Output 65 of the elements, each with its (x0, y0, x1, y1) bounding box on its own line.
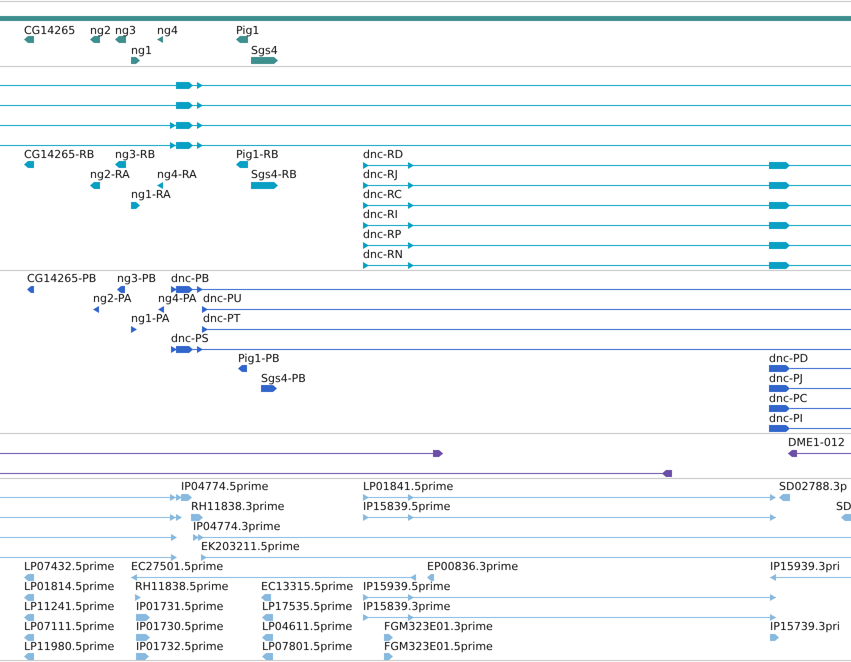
feature-label: IP04774.3prime (193, 520, 280, 533)
feature-label: SD (836, 500, 851, 513)
feature-label: dnc-PI (769, 412, 803, 425)
feature-label: EK203211.5prime (201, 540, 300, 553)
feature-label: LP11980.5prime (24, 640, 114, 653)
feature-label: dnc-PT (203, 312, 240, 325)
feature-label: IP15939.5prime (363, 580, 450, 593)
feature-label: IP01732.5prime (136, 640, 224, 653)
feature-label: ng1-PA (131, 312, 170, 325)
feature-label: LP01841.5prime (363, 480, 454, 493)
feature-label: LP07801.5prime (262, 640, 352, 653)
feature-label: Sgs4-PB (261, 372, 306, 385)
feature-label: dnc-PB (171, 272, 210, 285)
feature-label: LP04611.5prime (262, 620, 352, 633)
feature-label: LP01814.5prime (24, 580, 114, 593)
feature-label: CG14265 (24, 24, 76, 37)
feature-label: IP04774.5prime (181, 480, 268, 493)
feature-label: ng4-RA (157, 168, 197, 181)
feature-label: LP07432.5prime (24, 560, 114, 573)
feature-label: ng4 (157, 24, 178, 37)
feature-label: EP00836.3prime (427, 560, 518, 573)
feature-label: CG14265-RB (24, 148, 94, 161)
feature-label: RH11838.5prime (135, 580, 228, 593)
feature-label: dnc-RC (363, 188, 402, 201)
feature-label: Sgs4-RB (251, 168, 297, 181)
feature-label: ng3-PB (117, 272, 156, 285)
feature-label: dnc-RI (363, 208, 398, 221)
feature-label: LP07111.5prime (24, 620, 114, 633)
feature-label: IP15839.5prime (363, 500, 450, 513)
feature-label: Pig1 (236, 24, 260, 37)
feature-label: dnc-RN (363, 248, 403, 261)
feature-label: FGM323E01.3prime (384, 620, 493, 633)
feature-label: dnc-RP (363, 228, 402, 241)
feature-label: RH11838.3prime (191, 500, 284, 513)
feature-label: ng2-RA (90, 168, 130, 181)
feature-label: ng4-PA (158, 292, 196, 305)
feature-label: dnc-PJ (769, 372, 803, 385)
feature-label: ng2-PA (93, 292, 132, 305)
feature-label: IP15739.3pri (770, 620, 840, 633)
feature-label: dnc-RJ (363, 168, 398, 181)
feature-label: IP01730.5prime (136, 620, 224, 633)
feature-label: dnc-PU (203, 292, 242, 305)
feature-label: IP01731.5prime (136, 600, 224, 613)
feature-label: Sgs4 (251, 44, 278, 57)
feature-label: ng3 (115, 24, 136, 37)
feature-label: ng1 (131, 44, 152, 57)
feature-label: dnc-PD (769, 352, 808, 365)
feature-label: Pig1-RB (236, 148, 279, 161)
feature-label: dnc-PS (171, 332, 209, 345)
feature-label: CG14265-PB (27, 272, 96, 285)
feature-label: IP15939.3pri (770, 560, 840, 573)
feature-label: EC27501.5prime (131, 560, 224, 573)
feature-label: LP11241.5prime (24, 600, 114, 613)
feature-label: Pig1-PB (238, 352, 280, 365)
feature-label: ng1-RA (131, 188, 171, 201)
feature-label: EC13315.5prime (261, 580, 354, 593)
feature-label: DME1-012 (788, 436, 845, 449)
feature-label: ng2 (90, 24, 111, 37)
feature-label: LP17535.5prime (262, 600, 352, 613)
feature-label: dnc-PC (769, 392, 808, 405)
feature-label: dnc-RD (363, 148, 404, 161)
feature-label: SD02788.3p (779, 480, 847, 493)
feature-label: FGM323E01.5prime (384, 640, 493, 653)
feature-label: ng3-RB (115, 148, 156, 161)
feature-label: IP15839.3prime (363, 600, 450, 613)
